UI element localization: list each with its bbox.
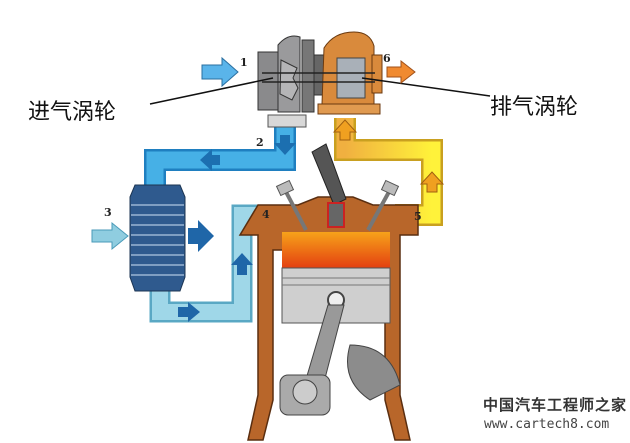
label-2: 2 <box>256 136 264 149</box>
label-3: 3 <box>104 206 112 219</box>
engine-cylinder <box>238 143 419 441</box>
exhaust-turbine-label: 排气涡轮 <box>490 95 579 120</box>
intake-turbine-leader <box>149 77 274 105</box>
air-inlet-arrow <box>201 56 239 88</box>
exhaust-valve <box>366 189 392 231</box>
turbine-housing <box>317 31 383 115</box>
combustion-chamber <box>282 232 390 270</box>
flow-arrow-up <box>231 253 253 275</box>
exhaust-arrow-up-1 <box>419 171 445 193</box>
flow-arrow-right <box>178 302 200 322</box>
compressor-housing <box>257 35 325 128</box>
flow-arrow-left <box>200 149 220 171</box>
label-1: 1 <box>240 56 248 69</box>
exhaust-arrow-up-2 <box>332 119 358 141</box>
intake-turbine-label: 进气涡轮 <box>28 100 117 125</box>
intercooler <box>129 184 186 292</box>
cooled-air-out-arrow <box>188 220 214 252</box>
exhaust-turbine-leader <box>361 77 491 97</box>
label-6: 6 <box>383 52 391 65</box>
watermark-url: www.cartech8.com <box>484 417 610 432</box>
flow-arrow-down <box>274 135 296 155</box>
label-4: 4 <box>262 208 270 221</box>
exhaust-outlet-arrow <box>386 59 416 85</box>
cooling-air-arrow <box>91 221 129 251</box>
label-5: 5 <box>414 210 422 223</box>
watermark-title: 中国汽车工程师之家 <box>483 396 628 414</box>
fuel-injector <box>311 143 347 206</box>
intake-valve <box>283 189 308 231</box>
